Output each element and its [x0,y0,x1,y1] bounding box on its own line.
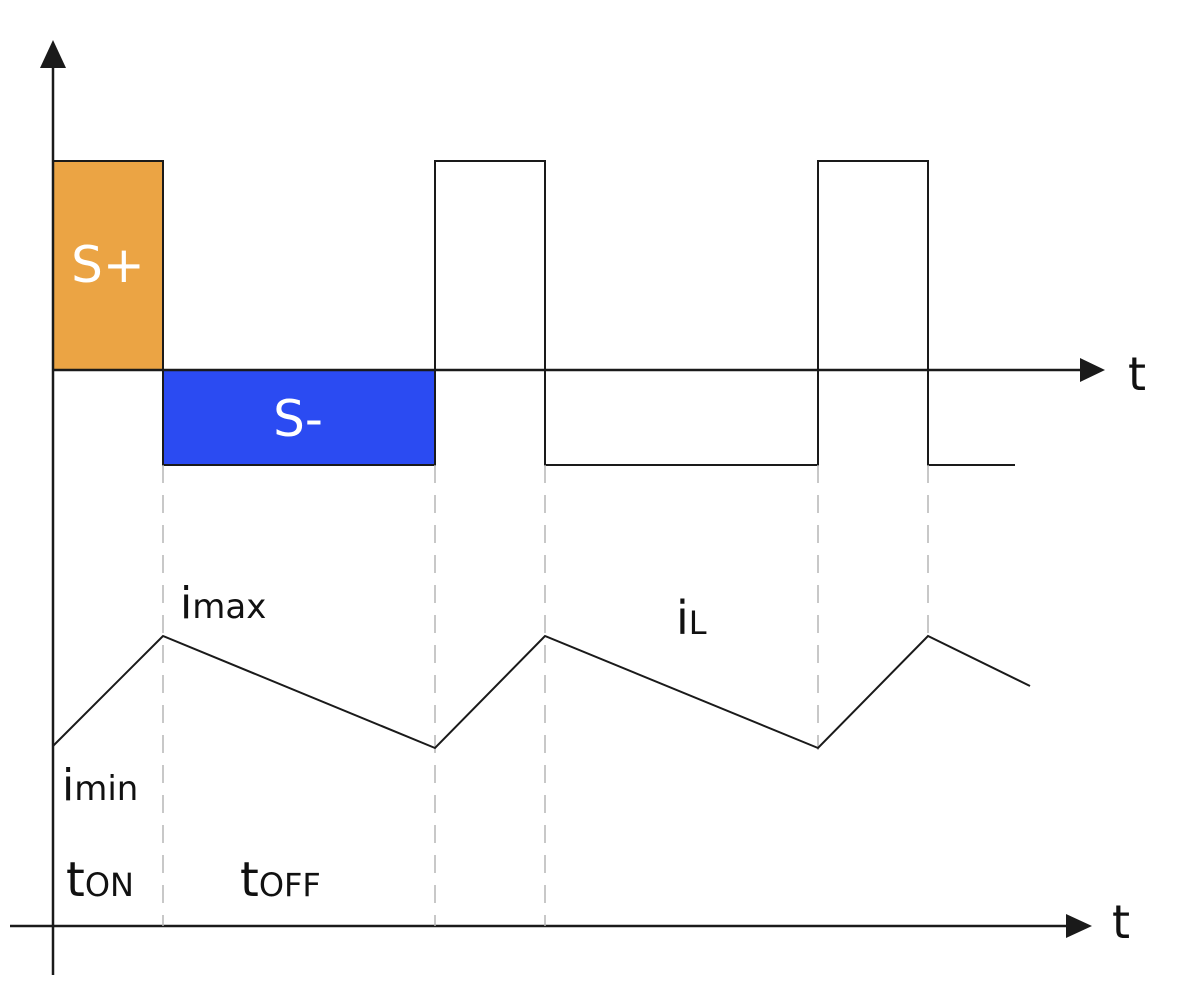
i-min-label: imin [62,760,138,811]
s-plus-region [52,160,164,371]
bottom-axis-t-label: t [1112,895,1130,949]
t-off-label: tOFF [240,852,321,908]
inductor-current-waveform [52,634,1031,750]
t-on-label: tON [66,852,134,908]
top-time-axis-arrow-icon [1080,358,1105,382]
i-max-label: imax [180,578,266,629]
s-minus-region [162,369,436,466]
s-plus-label: S+ [71,236,145,294]
vertical-axis-arrow-icon [40,40,66,68]
switching-square-wave [434,160,1015,466]
bottom-time-axis-arrow-icon [1066,914,1092,938]
s-minus-label: S- [273,390,323,448]
top-axis-t-label: t [1128,347,1146,401]
i-l-label: iL [676,591,707,645]
